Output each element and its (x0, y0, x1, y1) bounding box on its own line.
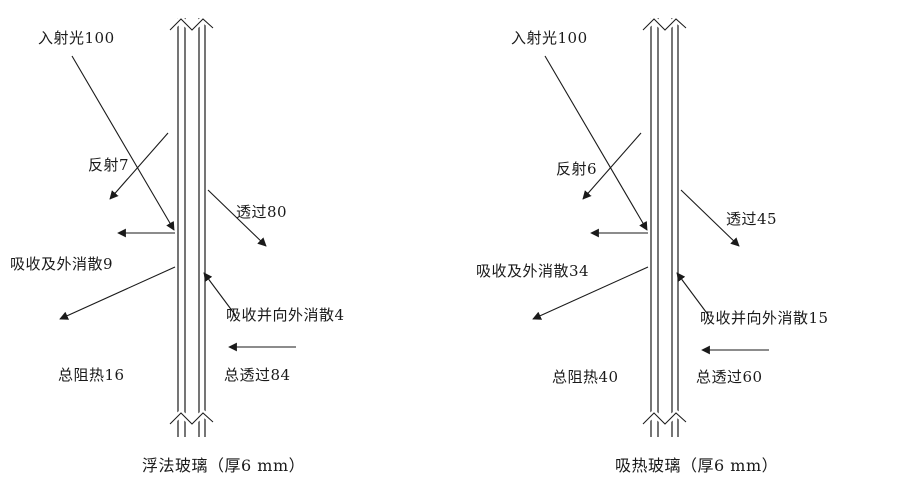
left-absorbed-external-diagonal-arrow (59, 266, 176, 320)
right-absorbed-internal-label: 吸收并向外消散15 (700, 309, 829, 327)
right-total-heat-blocked-label: 总阻热40 (552, 368, 619, 386)
left-incident-arrow (71, 55, 175, 231)
left-transmission-label: 透过80 (236, 203, 288, 221)
right-reflection-label: 反射6 (556, 160, 598, 178)
left-reflection-label: 反射7 (88, 156, 130, 174)
left-glass-pane (177, 18, 206, 437)
left-absorbed-internal-leader-arrow (203, 272, 237, 317)
left-incident-label: 入射光100 (38, 29, 115, 47)
left-reflection-arrow (109, 132, 169, 200)
right-transmission-label: 透过45 (726, 210, 778, 228)
right-incident-arrow (544, 55, 648, 231)
left-total-transmitted-label: 总透过84 (224, 366, 291, 384)
right-transmission-arrow (680, 189, 740, 247)
right-reflection-arrow (582, 132, 642, 200)
right-absorbed-external-diagonal-arrow (532, 266, 649, 320)
left-transmission-arrow (207, 189, 267, 247)
right-diagram-caption: 吸热玻璃（厚6 mm） (615, 456, 779, 475)
left-absorbed-external-label: 吸收及外消散9 (10, 255, 114, 273)
left-total-heat-blocked-label: 总阻热16 (58, 366, 125, 384)
right-absorbed-external-label: 吸收及外消散34 (476, 262, 590, 280)
right-glass-break-marks (640, 14, 689, 429)
right-total-transmitted-label: 总透过60 (696, 368, 763, 386)
left-diagram-caption: 浮法玻璃（厚6 mm） (142, 456, 306, 475)
right-incident-label: 入射光100 (511, 29, 588, 47)
right-absorbed-internal-leader-arrow (676, 272, 710, 317)
left-absorbed-internal-label: 吸收并向外消散4 (226, 306, 345, 324)
right-glass-pane (650, 18, 679, 437)
left-glass-break-marks (167, 14, 216, 429)
